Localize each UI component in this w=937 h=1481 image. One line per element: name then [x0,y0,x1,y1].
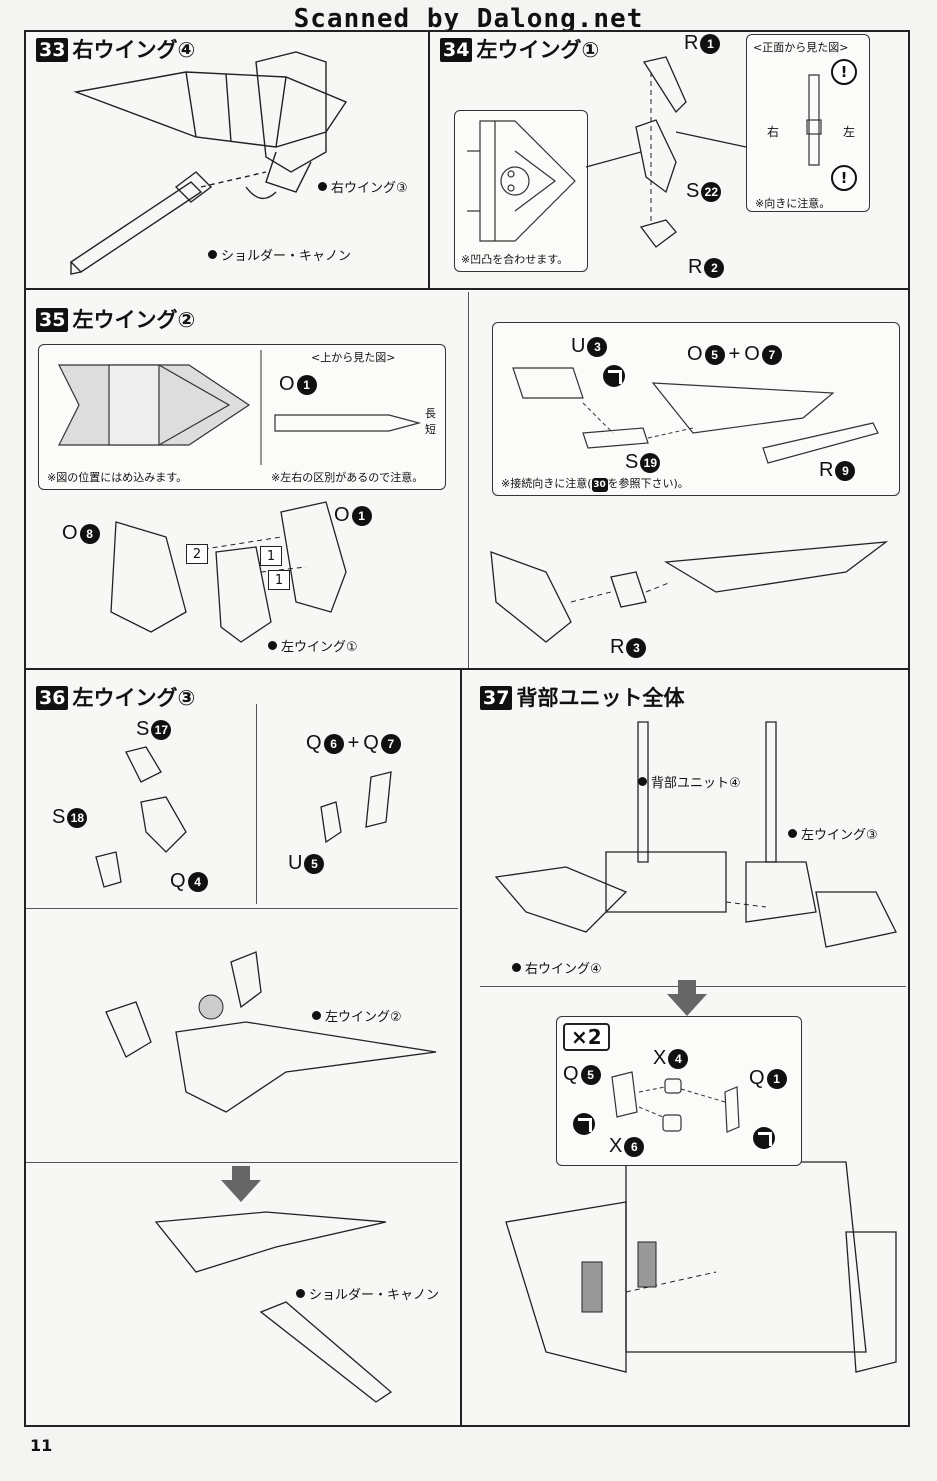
top-view-note: ※左右の区別があるので注意。 [271,471,424,484]
front-view-note: ※向きに注意。 [755,197,831,210]
instruction-page: 33 右ウイング④ 右ウイング③ ショルダー・キャノン 34 左ウイング① [24,30,910,1427]
step-35-right-illustration [490,541,889,643]
arrow [667,994,707,1016]
label-left-wing-2: 左ウイング② [312,1006,402,1025]
inset-alignment: ※凹凸を合わせます。 [454,110,588,272]
step-37-header: 37 背部ユニット全体 [480,686,684,710]
sub-divider [256,704,257,904]
divider [460,668,462,1425]
inset-front-view: <正面から見た図> ! ! 右 左 ※向きに注意。 [746,34,870,212]
label-right-wing-3: 右ウイング③ [318,177,408,196]
front-view-right: 右 [767,125,780,139]
step-36-header: 36 左ウイング③ [36,686,195,710]
step-37-illustration [494,721,897,1373]
label-shoulder-cannon: ショルダー・キャノン [208,245,351,264]
long-label: 長 [425,407,436,420]
step-34-illustration [585,56,747,248]
step-number: 36 [36,686,69,710]
step-36-illustration [95,746,437,1403]
label-left-wing-3: 左ウイング③ [788,824,878,843]
front-view-title: <正面から見た図> [753,41,849,54]
step-35-left-illustration [110,501,347,643]
arrow [221,1180,261,1202]
step-33-illustration [69,51,348,275]
step-number: 35 [36,308,69,332]
front-view-left: 左 [843,125,856,139]
step-title: 左ウイング③ [72,686,196,710]
step-title: 左ウイング① [476,38,600,62]
tag: 1 [260,546,282,566]
inset-note: ※図の位置にはめ込みます。 [47,471,188,484]
warning-icon: ! [831,165,857,191]
step-number: 33 [36,38,69,62]
cement-icon [603,365,625,387]
top-view-title: <上から見た図> [311,351,396,364]
note-align: ※凹凸を合わせます。 [461,253,569,266]
tag: 2 [186,544,208,564]
sub-divider [26,1162,458,1163]
label-left-wing-1: 左ウイング① [268,636,358,655]
step-34-header: 34 左ウイング① [440,38,599,62]
arrow [232,1166,250,1180]
cement-icon [573,1113,595,1135]
scan-credit: Scanned by Dalong.net [293,4,644,34]
x2-badge: ×2 [563,1023,610,1051]
page-number: 11 [30,1436,53,1455]
divider [428,32,430,290]
arrow [678,980,696,994]
step-title: 右ウイング④ [72,38,196,62]
label-shoulder-cannon: ショルダー・キャノン [296,1284,439,1303]
step-35-header: 35 左ウイング② [36,308,195,332]
step-title: 左ウイング② [72,308,196,332]
step-number: 34 [440,38,473,62]
label-right-wing-4: 右ウイング④ [512,958,602,977]
step-number: 37 [480,686,513,710]
cement-icon [753,1127,775,1149]
step-33-header: 33 右ウイング④ [36,38,195,62]
label-back-unit-4: 背部ユニット④ [638,772,741,791]
tag: 1 [268,570,290,590]
short-label: 短 [425,423,436,436]
divider [26,668,908,670]
divider [26,288,908,290]
sub-divider [26,908,458,909]
sub-divider [468,292,469,668]
step-title: 背部ユニット全体 [516,686,685,710]
warning-icon: ! [831,59,857,85]
